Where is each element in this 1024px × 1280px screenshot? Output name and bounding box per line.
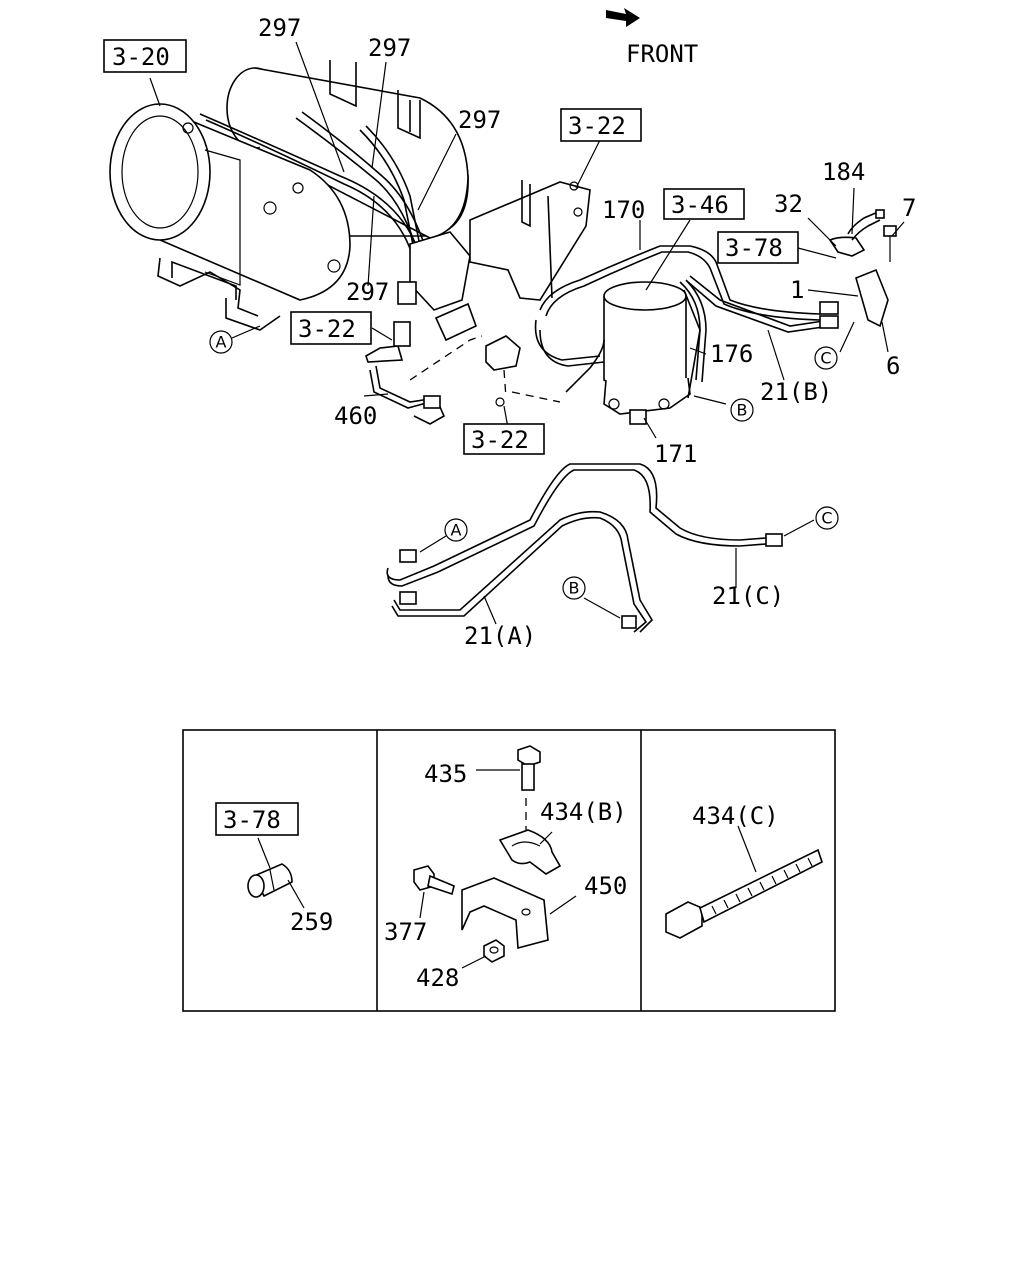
marker-b-upper-label: B [737,401,748,420]
mounting-bracket [469,180,591,301]
callout-297-a: 297 [258,14,301,42]
pipe-21c [386,463,783,587]
ref-3-22-bottom: 3-22 [471,426,529,454]
marker-c-upper-label: C [820,349,831,368]
ref-box-3-78-top [717,231,799,264]
bracket-450 [461,877,577,950]
valve-3-22-lower [485,335,521,407]
callout-297-d: 297 [346,278,389,306]
ref-box-3-78-inset [215,802,299,836]
callout-32: 32 [774,190,803,218]
hose-connector-259 [247,837,305,909]
marker-c-lower-label: C [821,509,832,528]
pipe-460 [365,321,446,425]
cable-tie-434c [665,825,823,939]
air-dryer [603,281,691,425]
front-label: FRONT [626,40,698,68]
marker-b-lower-label: B [569,579,580,598]
callout-21b: 21(B) [760,378,832,406]
pipe-21b [683,275,831,399]
ref-3-22-bracket: 3-22 [568,112,626,140]
callout-6: 6 [886,352,900,380]
ref-3-20: 3-20 [112,43,170,71]
callout-435: 435 [424,760,467,788]
callout-21c: 21(C) [712,582,784,610]
callout-259: 259 [290,908,333,936]
marker-c-lower [815,506,839,530]
ref-box-3-22-left [290,311,372,345]
marker-a-lower-label: A [451,521,462,540]
callout-184: 184 [822,158,865,186]
leader-lines [149,41,905,439]
callout-7: 7 [902,194,916,222]
callout-297-b: 297 [368,34,411,62]
clamp-434b [498,829,562,875]
ref-box-3-22-bracket [560,108,642,142]
air-hose-bundle [199,111,431,287]
bolt-435 [476,745,541,791]
callout-176: 176 [710,340,753,368]
bolt-377 [413,865,455,919]
valve-manifold [397,231,478,342]
ref-box-3-22-bottom [463,423,545,455]
marker-b-upper [730,398,754,422]
tank-frame [157,60,421,331]
callout-450: 450 [584,872,627,900]
pipe-21a [391,510,654,633]
callout-297-c: 297 [458,106,501,134]
marker-c-upper [814,346,838,370]
fitting-cluster [819,209,897,329]
front-arrow-icon [606,8,640,27]
callout-434b: 434(B) [540,798,627,826]
ref-3-46: 3-46 [671,191,729,219]
ref-box-3-20 [103,39,187,73]
marker-a-upper [209,330,233,354]
ref-box-3-46 [663,188,745,220]
callout-170: 170 [602,196,645,224]
callout-460: 460 [334,402,377,430]
lower-leaders [419,519,815,625]
callout-434c: 434(C) [692,802,779,830]
air-tank-front [109,103,351,301]
callout-428: 428 [416,964,459,992]
ref-3-78-top: 3-78 [725,234,783,262]
ref-3-78-inset: 3-78 [223,806,281,834]
inset-panels [182,729,836,1012]
nut-428 [461,939,505,969]
callout-377: 377 [384,918,427,946]
marker-b-lower [562,576,586,600]
marker-a-upper-label: A [216,333,227,352]
callout-171: 171 [654,440,697,468]
ref-3-22-left: 3-22 [298,315,356,343]
callout-1: 1 [790,276,804,304]
marker-a-lower [444,518,468,542]
callout-21a: 21(A) [464,622,536,650]
